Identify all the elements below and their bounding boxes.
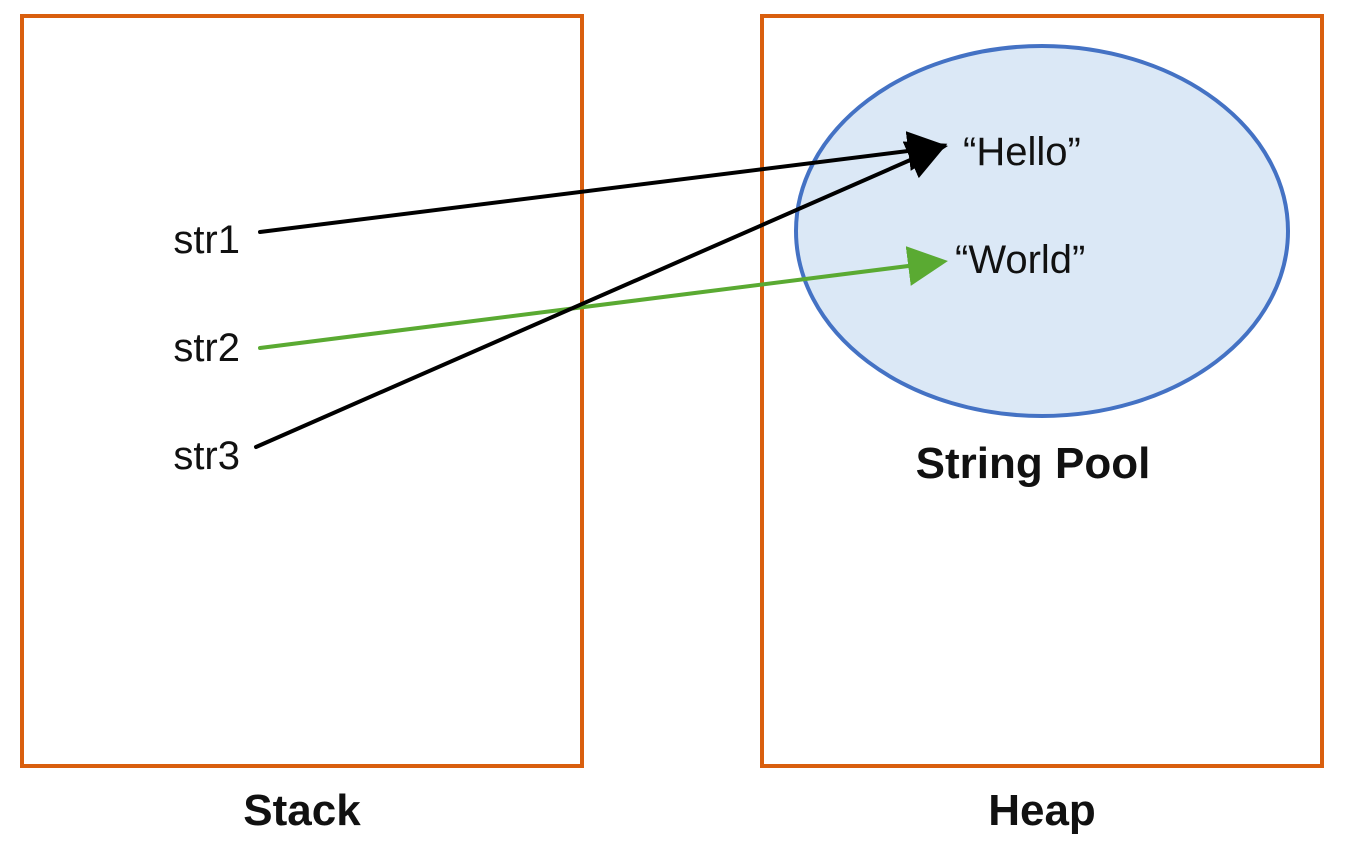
heap-region — [760, 14, 1324, 768]
reference-arrow-str3 — [254, 141, 948, 449]
variable-label-str2: str2 — [173, 326, 240, 370]
stack-title: Stack — [243, 786, 361, 835]
heap-title: Heap — [988, 786, 1096, 835]
stack-region — [20, 14, 584, 768]
pool-value-world: “World” — [955, 238, 1085, 282]
reference-arrow-str2 — [258, 246, 948, 350]
variable-label-str3: str3 — [173, 434, 240, 478]
string-pool-title: String Pool — [916, 439, 1151, 488]
pool-value-hello: “Hello” — [963, 130, 1081, 174]
variable-label-str1: str1 — [173, 218, 240, 262]
reference-arrow-str1 — [258, 131, 948, 234]
string-pool-ellipse — [794, 44, 1290, 418]
